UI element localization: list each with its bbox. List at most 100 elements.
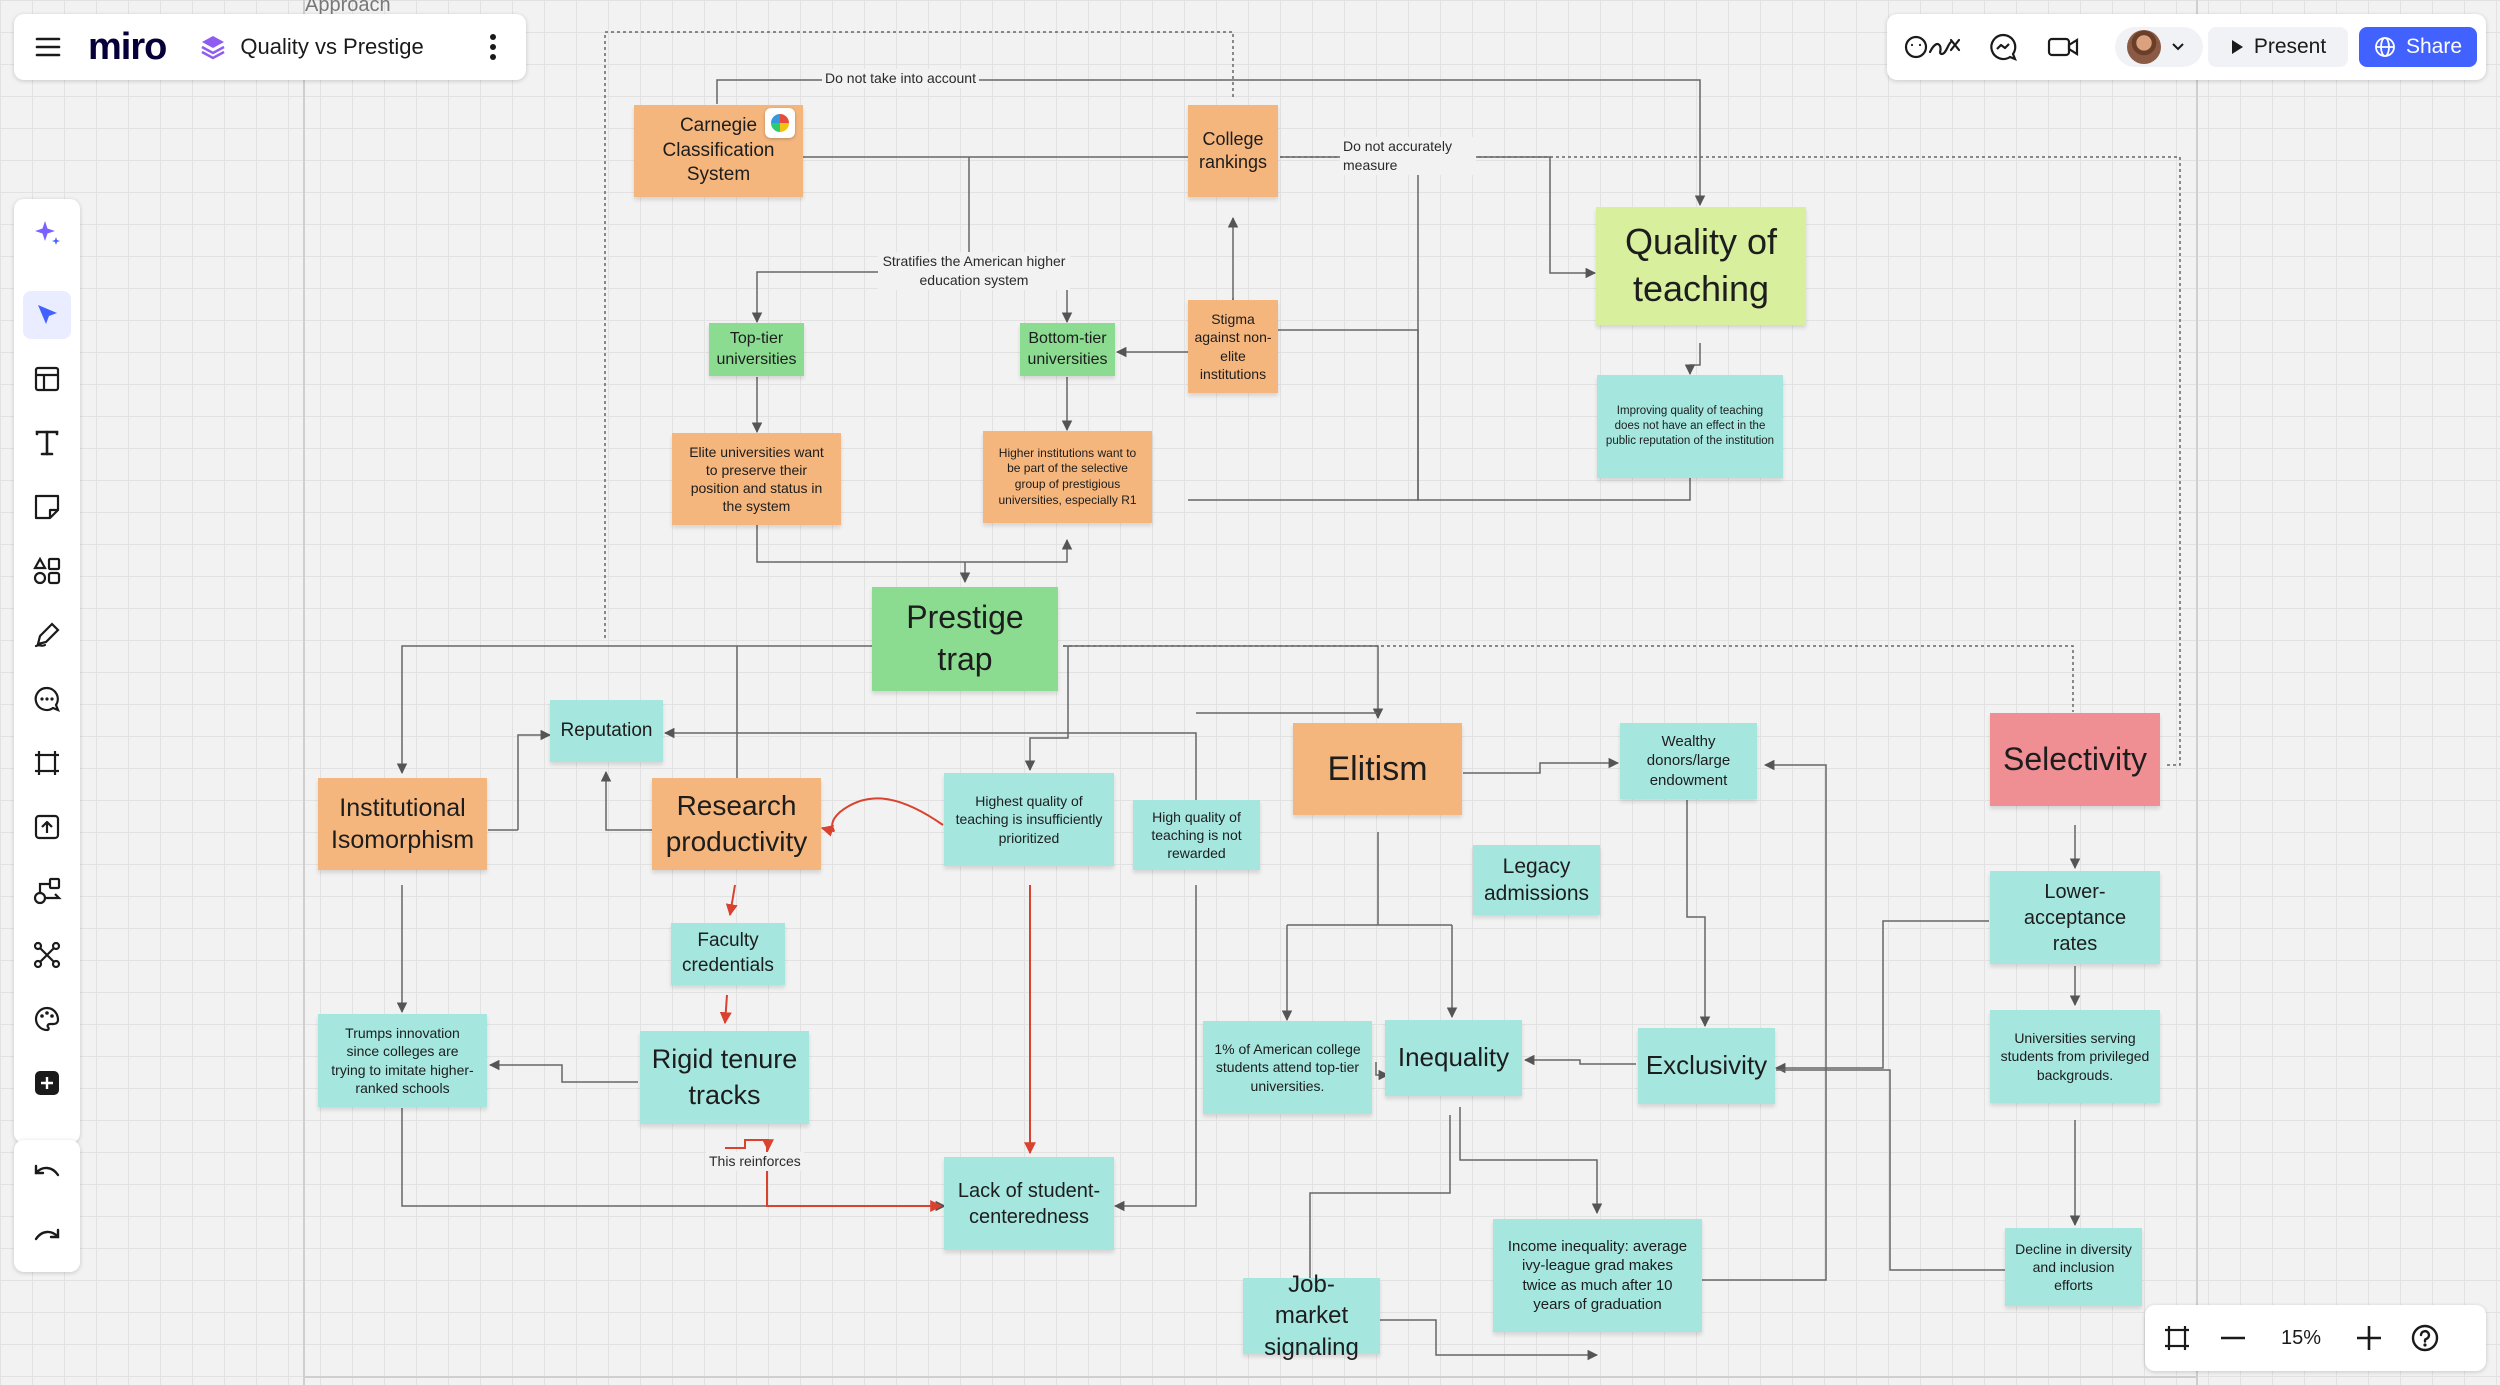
diagramming-icon[interactable] [23, 867, 71, 915]
connector-label-reinforces[interactable]: This reinforces [706, 1152, 804, 1171]
help-icon[interactable] [2397, 1314, 2453, 1362]
connector-label-stratifies[interactable]: Stratifies the American higher education… [878, 252, 1070, 290]
miro-logo[interactable]: miro [88, 25, 167, 68]
note-stigma[interactable]: Stigma against non-elite institutions [1188, 300, 1278, 393]
board-icon [201, 36, 225, 60]
share-button[interactable]: Share [2359, 27, 2477, 67]
menu-icon[interactable] [28, 27, 68, 67]
note-higher-institutions[interactable]: Higher institutions want to be part of t… [983, 431, 1152, 523]
connector-inequality-job [1309, 1115, 1451, 1280]
pen-icon[interactable] [23, 611, 71, 659]
shapes-icon[interactable] [23, 547, 71, 595]
history-bar [14, 1140, 80, 1272]
text-tool-icon[interactable] [23, 419, 71, 467]
note-institutional-isomorphism[interactable]: Institutional Isomorphism [318, 778, 487, 870]
note-highest-quality[interactable]: Highest quality of teaching is insuffici… [944, 773, 1114, 866]
note-inequality[interactable]: Inequality [1385, 1020, 1522, 1096]
frame-tool-icon[interactable] [23, 739, 71, 787]
chevron-down-icon [2172, 43, 2184, 51]
connector-label-do-not-measure[interactable]: Do not accurately measure [1340, 137, 1476, 175]
connector-research-reputation [600, 770, 652, 831]
note-rigid-tenure[interactable]: Rigid tenure tracks [640, 1031, 809, 1124]
color-wheel-icon[interactable] [765, 108, 795, 138]
note-legacy-admissions[interactable]: Legacy admissions [1473, 845, 1600, 915]
note-carnegie[interactable]: Carnegie Classification System [634, 105, 803, 197]
red-arrow-reinforces-loop [725, 1139, 774, 1152]
connector-elitism-wealthy [1463, 757, 1620, 774]
sticky-note-icon[interactable] [23, 483, 71, 531]
note-selectivity[interactable]: Selectivity [1990, 713, 2160, 806]
note-prestige-trap[interactable]: Prestige trap [872, 587, 1058, 691]
select-tool-icon[interactable] [23, 291, 71, 339]
red-arrow-faculty-rigid [719, 994, 732, 1025]
board-header: miro Quality vs Prestige [14, 14, 526, 80]
video-call-icon[interactable] [2041, 27, 2085, 67]
frame-label[interactable]: Approach [305, 0, 391, 16]
more-tools-icon[interactable] [23, 1059, 71, 1107]
reactions-icon[interactable] [1901, 27, 1969, 67]
note-research-productivity[interactable]: Research productivity [652, 778, 821, 870]
note-wealthy-donors[interactable]: Wealthy donors/large endowment [1620, 723, 1757, 799]
note-reputation[interactable]: Reputation [550, 700, 663, 762]
note-exclusivity[interactable]: Exclusivity [1638, 1028, 1775, 1104]
frame-border-left [303, 0, 305, 1385]
red-arrow-research-faculty [725, 884, 738, 917]
note-lower-acceptance[interactable]: Lower-acceptance rates [1990, 871, 2160, 964]
note-improving-quality[interactable]: Improving quality of teaching does not h… [1597, 375, 1783, 478]
connector-lower-exclusivity [1774, 920, 1989, 1074]
more-options-icon[interactable] [478, 27, 508, 67]
upload-icon[interactable] [23, 803, 71, 851]
chat-icon[interactable] [1981, 27, 2025, 67]
red-arrow-highest-research [820, 797, 944, 837]
note-one-percent[interactable]: 1% of American college students attend t… [1203, 1021, 1372, 1114]
comment-icon[interactable] [23, 675, 71, 723]
note-lack-student-centeredness[interactable]: Lack of student-centeredness [944, 1157, 1114, 1250]
apps-icon[interactable] [23, 995, 71, 1043]
connector-label-do-not-take[interactable]: Do not take into account [822, 69, 979, 88]
zoom-level[interactable]: 15% [2280, 1326, 2322, 1349]
connector-elite-higher [756, 525, 1073, 563]
note-top-tier[interactable]: Top-tier universities [709, 323, 804, 376]
zoom-out-icon[interactable] [2205, 1314, 2261, 1362]
avatar [2127, 30, 2161, 64]
note-elite-preserve[interactable]: Elite universities want to preserve thei… [672, 433, 841, 525]
present-button[interactable]: Present [2208, 27, 2348, 67]
ai-sparkle-icon[interactable] [23, 209, 71, 257]
connector-quality-improving [1684, 343, 1701, 376]
connector-dotted-selectivity [1063, 645, 2074, 712]
note-trumps-innovation[interactable]: Trumps innovation since colleges are try… [318, 1014, 487, 1107]
connector-iso-reputation [517, 729, 552, 830]
templates-icon[interactable] [23, 355, 71, 403]
note-decline-diversity[interactable]: Decline in diversity and inclusion effor… [2005, 1228, 2142, 1306]
connector-wealthy-exclusivity [1686, 800, 1711, 1028]
collaboration-bar: Present Share [1887, 14, 2486, 80]
note-quality-of-teaching[interactable]: Quality of teaching [1596, 207, 1806, 325]
note-universities-serving[interactable]: Universities serving students from privi… [1990, 1010, 2160, 1103]
connector-prestige-elitism [1063, 645, 1384, 720]
connector-exclusivity-decline [1776, 1069, 2005, 1271]
note-not-rewarded[interactable]: High quality of teaching is not rewarded [1133, 800, 1260, 870]
note-income-inequality[interactable]: Income inequality: average ivy-league gr… [1493, 1219, 1702, 1332]
frame-border-bottom [303, 1376, 2198, 1378]
note-bottom-tier[interactable]: Bottom-tier universities [1020, 323, 1115, 376]
share-label: Share [2405, 35, 2463, 58]
connector-notrewarded-lack [1113, 885, 1197, 1212]
undo-icon[interactable] [23, 1150, 71, 1198]
fit-to-screen-icon[interactable] [2149, 1314, 2205, 1362]
red-arrow-reinforces-lack [766, 1140, 943, 1212]
redo-icon[interactable] [23, 1214, 71, 1262]
zoom-bar: 15% [2145, 1305, 2486, 1371]
note-college-rankings[interactable]: College rankings [1188, 105, 1278, 197]
note-elitism[interactable]: Elitism [1293, 723, 1462, 815]
play-icon [2231, 40, 2243, 54]
board-title[interactable]: Quality vs Prestige [240, 34, 424, 59]
note-faculty-credentials[interactable]: Faculty credentials [671, 923, 785, 985]
user-menu[interactable] [2115, 27, 2203, 67]
connector-inequality-income [1459, 1107, 1603, 1215]
note-job-market[interactable]: Job-market signaling [1243, 1271, 1380, 1361]
zoom-in-icon[interactable] [2341, 1314, 2397, 1362]
connector-income-wealthy [1702, 759, 1827, 1281]
mind-map-icon[interactable] [23, 931, 71, 979]
